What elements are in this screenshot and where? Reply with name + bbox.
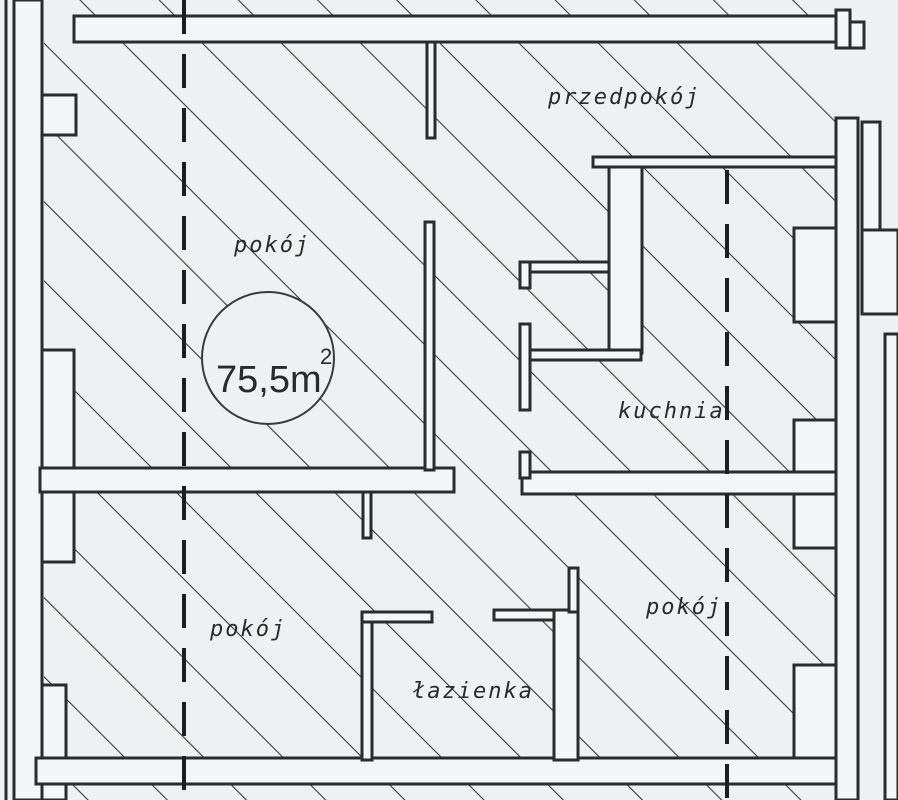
room-label-pokoj-bottom-right: pokój [645, 595, 722, 620]
outer-wall-right [834, 116, 860, 800]
kitchen-partition-stub-bottom [518, 322, 532, 412]
right-wall-segment [860, 228, 898, 316]
kitchen-bottom-wall [520, 470, 838, 496]
bathroom-wall-left-arm [360, 610, 434, 624]
room-label-pokoj-top-left: pokój [233, 233, 310, 258]
window-niche-left-middle [40, 348, 76, 564]
bathroom-wall-right-stub [567, 566, 580, 614]
bathroom-wall-right-arm [492, 608, 556, 622]
kitchen-bottom-wall-stub [518, 450, 532, 480]
bathroom-wall-right [552, 608, 580, 762]
bathroom-wall-left [360, 610, 374, 762]
right-wall-column-bottom [883, 332, 898, 800]
room-label-pokoj-bottom-left: pokój [209, 617, 286, 642]
room-label-kuchnia: kuchnia [618, 399, 725, 424]
kitchen-partition-arm-bottom [524, 348, 643, 362]
top-wall [72, 14, 842, 44]
kitchen-partition-stub-top [518, 260, 532, 290]
room-label-lazienka: łazienka [412, 679, 534, 704]
top-wall-end [834, 8, 852, 50]
right-wall-column-top [860, 120, 882, 232]
window-niche-right-bottom [792, 663, 838, 763]
interior-wall-vertical-center [423, 220, 436, 472]
interior-wall-left-horizontal [38, 466, 456, 494]
interior-wall-vertical-top [425, 40, 437, 140]
area-circle [201, 291, 335, 425]
area-unit-superscript: 2 [320, 344, 332, 369]
hatched-floor-area [44, 0, 836, 800]
bottom-wall [34, 756, 838, 786]
window-niche-right-top [792, 226, 838, 324]
window-niche-left-top [40, 93, 78, 137]
outer-wall-left [12, 0, 44, 800]
room-label-przedpokoj: przedpokój [547, 85, 700, 110]
kitchen-partition [607, 165, 644, 355]
area-value: 75,5m [216, 359, 322, 401]
kitchen-top-wall [591, 155, 838, 169]
kitchen-partition-arm-top [518, 260, 611, 274]
door-stub-left [361, 490, 373, 540]
top-wall-cap [848, 20, 866, 50]
